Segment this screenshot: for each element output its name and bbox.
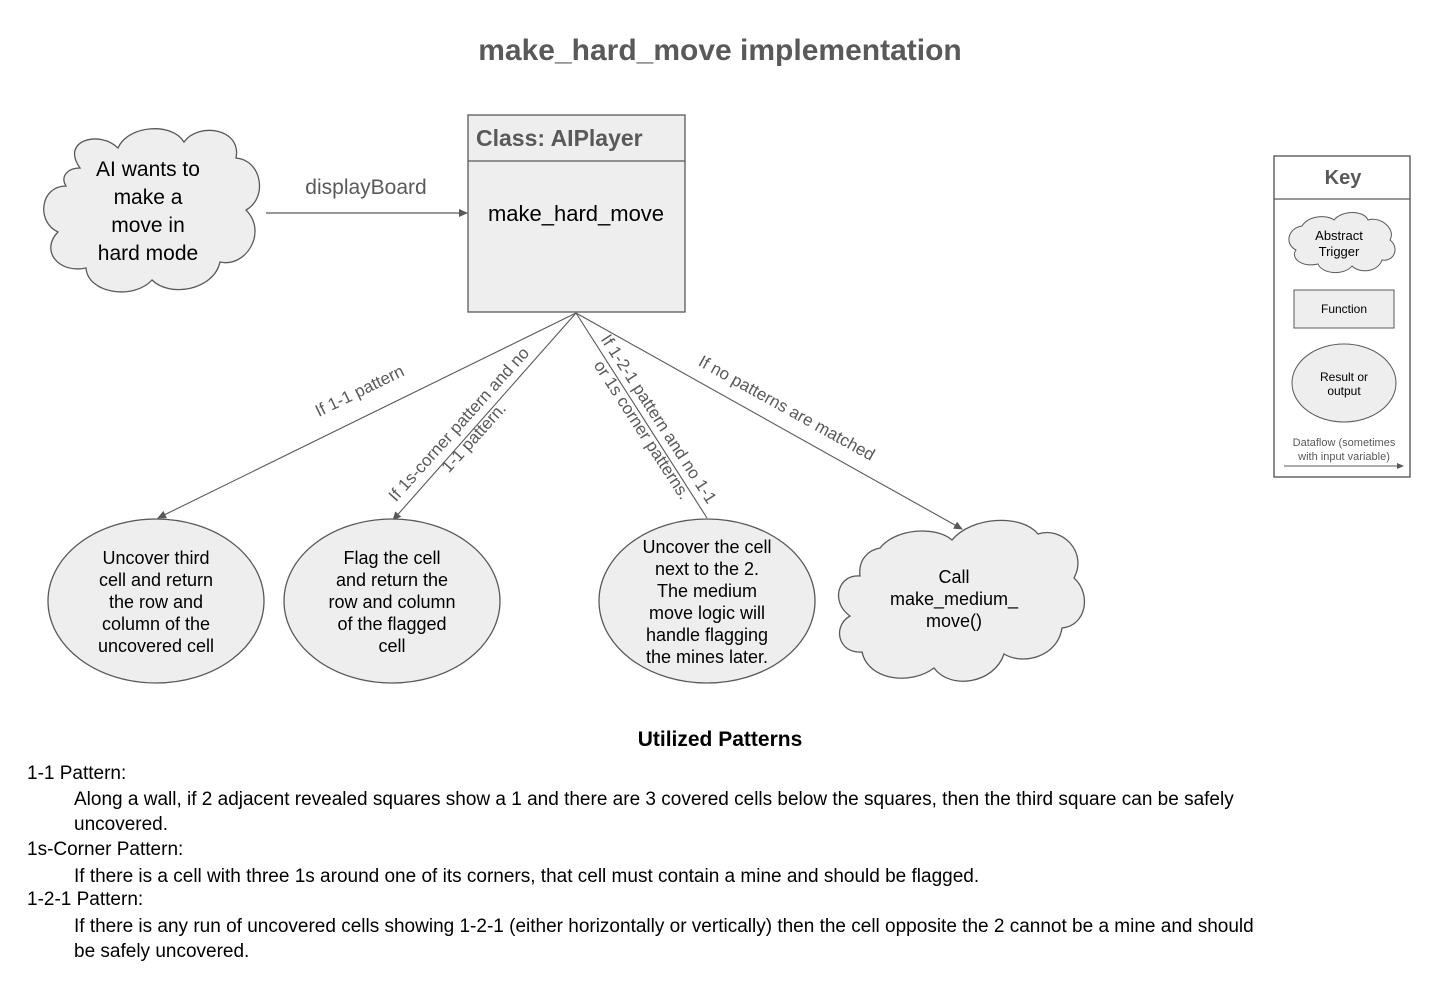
pattern-description: Along a wall, if 2 adjacent revealed squ… xyxy=(74,787,1414,837)
branch-label-line: If 1s-corner pattern and no xyxy=(385,344,533,506)
result-line: Uncover the cell xyxy=(642,537,771,557)
result-ellipse xyxy=(47,518,265,684)
key-function-box xyxy=(1293,289,1395,329)
result-line: The medium xyxy=(657,581,757,601)
result-line: Uncover third xyxy=(102,548,209,568)
trigger-cloud: AI wants to make a move in hard mode xyxy=(43,128,261,293)
branch-label-1s-corner: If 1s-corner pattern and no 1-1 pattern. xyxy=(385,344,533,506)
pattern-name: 1-1 Pattern: xyxy=(27,763,127,784)
result-line: Call xyxy=(938,567,969,587)
result-line: move logic will xyxy=(649,603,765,623)
key-label: output xyxy=(1327,384,1361,398)
page-title: make_hard_move implementation xyxy=(478,34,962,67)
pattern-description: If there is any run of uncovered cells s… xyxy=(74,914,1414,964)
key-result-ellipse xyxy=(1291,343,1397,423)
class-box: Class: AIPlayer make_hard_move xyxy=(467,114,686,313)
result-line: handle flagging xyxy=(646,625,768,645)
result-line: move() xyxy=(926,611,982,631)
class-method: make_hard_move xyxy=(488,201,664,226)
key-label: Function xyxy=(1321,302,1367,316)
branch-label-1-1: If 1-1 pattern xyxy=(312,361,407,420)
result-no-pattern-cloud: Call make_medium_ move() xyxy=(838,519,1085,682)
branch-label-1-2-1: If 1-2-1 pattern and no 1-1 or 1s corner… xyxy=(590,331,721,507)
branch-label-no-pattern: If no patterns are matched xyxy=(695,352,878,465)
result-line: the mines later. xyxy=(646,647,768,667)
result-line: next to the 2. xyxy=(655,559,759,579)
trigger-line: move in xyxy=(111,214,185,237)
key-cloud-shape xyxy=(1288,212,1396,273)
branch-arrow-1s-corner xyxy=(392,312,577,521)
key-title: Key xyxy=(1325,167,1363,189)
branch-arrow-no-pattern xyxy=(575,312,963,530)
result-line: Flag the cell xyxy=(343,548,440,568)
pattern-name: 1-2-1 Pattern: xyxy=(27,889,144,910)
result-line: cell xyxy=(378,636,405,656)
branch-arrow-1-2-1 xyxy=(575,312,708,519)
cloud-shape xyxy=(43,128,261,293)
result-ellipse xyxy=(283,518,501,684)
result-line: of the flagged xyxy=(337,614,446,634)
trigger-line: AI wants to xyxy=(96,158,200,181)
result-1-2-1: Uncover the cell next to the 2. The medi… xyxy=(598,518,816,684)
result-1s-corner: Flag the cell and return the row and col… xyxy=(283,518,501,684)
class-header: Class: AIPlayer xyxy=(476,125,643,151)
key-label: with input variable) xyxy=(1297,451,1390,463)
key-label: Trigger xyxy=(1319,244,1360,259)
result-line: uncovered cell xyxy=(98,636,214,656)
branch-arrow-1-1 xyxy=(157,312,577,519)
result-line: column of the xyxy=(102,614,210,634)
result-line: and return the xyxy=(336,570,448,590)
key-label: Result or xyxy=(1320,370,1368,384)
pattern-desc-line: If there is any run of uncovered cells s… xyxy=(74,916,1254,937)
class-box-frame xyxy=(467,114,686,313)
trigger-line: make a xyxy=(114,186,183,209)
pattern-desc-line: be safely uncovered. xyxy=(74,941,250,962)
pattern-description: If there is a cell with three 1s around … xyxy=(74,864,1414,889)
pattern-name: 1s-Corner Pattern: xyxy=(27,839,184,860)
cloud-shape xyxy=(838,519,1085,682)
patterns-title: Utilized Patterns xyxy=(637,728,803,751)
pattern-desc-line: uncovered. xyxy=(74,814,169,835)
result-1-1: Uncover third cell and return the row an… xyxy=(47,518,265,684)
patterns-section: Utilized Patterns xyxy=(0,728,1440,758)
key-label: Dataflow (sometimes xyxy=(1293,437,1396,449)
trigger-line: hard mode xyxy=(98,242,198,265)
key-legend: Key Abstract Trigger Function Result or … xyxy=(1273,155,1411,478)
result-line: cell and return xyxy=(99,570,213,590)
result-line: the row and xyxy=(109,592,203,612)
key-label: Abstract xyxy=(1315,228,1363,243)
pattern-desc-line: If there is a cell with three 1s around … xyxy=(74,866,980,887)
result-line: row and column xyxy=(328,592,455,612)
input-edge-label: displayBoard xyxy=(305,176,426,199)
pattern-desc-line: Along a wall, if 2 adjacent revealed squ… xyxy=(74,789,1234,810)
result-ellipse xyxy=(598,518,816,684)
result-line: make_medium_ xyxy=(890,589,1019,610)
